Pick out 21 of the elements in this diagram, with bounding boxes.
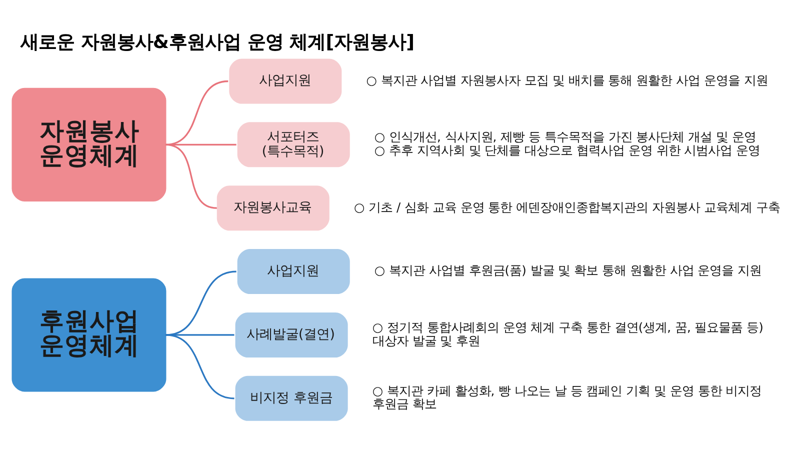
node-label: ○ 복지관 사업별 자원봉사자 모집 및 배치를 통해 원활한 사업 운영을 지원 [366, 72, 768, 87]
connector [166, 80, 228, 145]
connector [166, 334, 234, 399]
node-label: ○ 복지관 카페 활성화, 빵 나오는 날 등 캠페인 기획 및 운영 통한 비지정 후원금 확보 [372, 383, 762, 411]
node-label: ○ 정기적 통합사례회의 운영 체계 구축 통한 결연(생계, 꿈, 필요물품 등) 대상자 발굴 및 후원 [372, 320, 764, 348]
connector [166, 143, 217, 208]
node-label: ○ 추후 지역사회 및 단체를 대상으로 협력사업 운영 위한 시범사업 운영 [374, 143, 760, 157]
node-box: 사업지원 [237, 248, 350, 294]
node-box: 자원봉사 운영체계 [12, 87, 166, 201]
node-label: ○ 복지관 사업별 후원금(품) 발굴 및 확보 통해 원활한 사업 운영을 지원 [374, 263, 762, 278]
node-box: 사례발굴(결연) [235, 312, 348, 357]
connector [166, 270, 236, 336]
node-box: 자원봉사교육 [216, 185, 330, 230]
node-box: 서포터즈 (특수목적) [237, 122, 350, 167]
node-box: 비지정 후원금 [235, 375, 348, 420]
connector [166, 334, 234, 336]
diagram-title: 새로운 자원봉사&후원사업 운영 체계[자원봉사] [20, 31, 415, 52]
node-box: 사업지원 [229, 58, 342, 104]
node-label: ○ 인식개선, 식사지원, 제빵 등 특수목적을 가진 봉사단체 개설 및 운영 [374, 130, 756, 144]
node-label: ○ 기초 / 심화 교육 운영 통한 에덴장애인종합복지관의 자원봉사 교육체계 구축 [354, 200, 780, 214]
node-box: 후원사업 운영체계 [12, 278, 166, 392]
